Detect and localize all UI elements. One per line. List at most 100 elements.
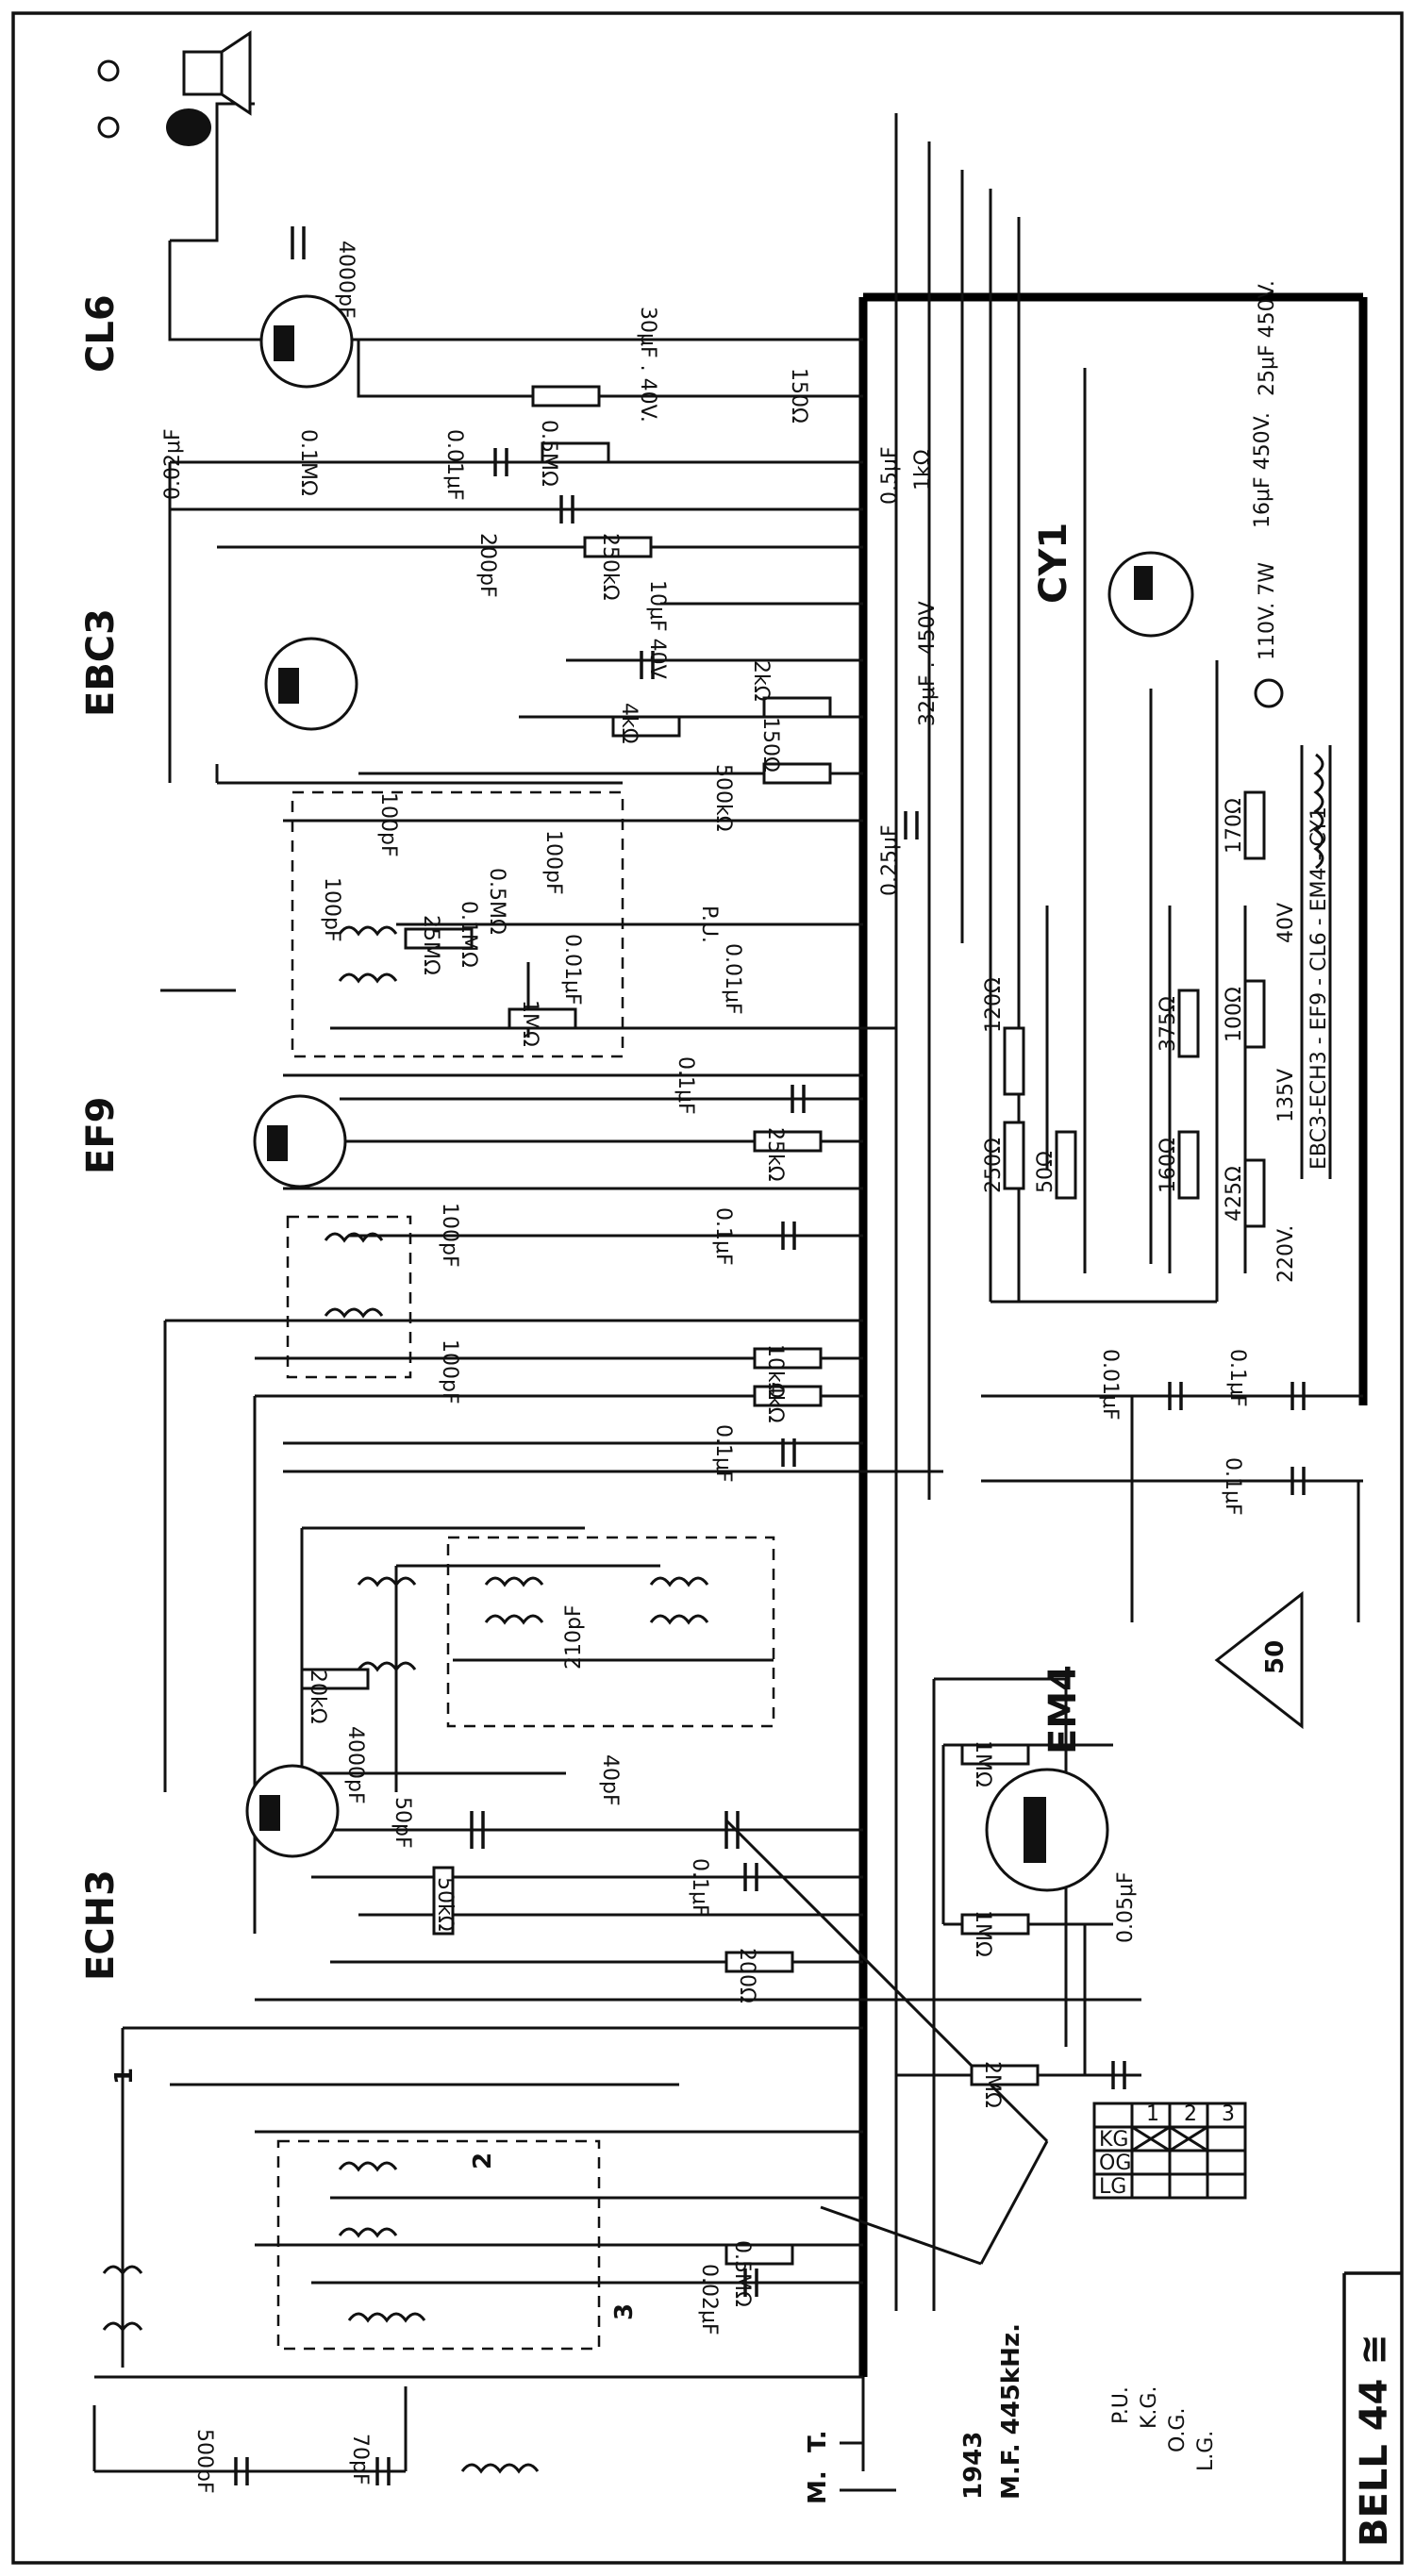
ground-bus — [858, 292, 1368, 2471]
switch-table — [1092, 2102, 1247, 2200]
c-100pf-a: 100pF — [320, 877, 343, 942]
r-150ohm: 150Ω — [787, 368, 810, 424]
r-375ohm: 375Ω — [1157, 996, 1180, 1052]
c-001uf-a: 0.01μF — [442, 429, 466, 501]
switch-1: 1 — [110, 2068, 139, 2085]
table-r1: KG — [1099, 2128, 1128, 2152]
c-001uf-d: 0.01μF — [1098, 1349, 1122, 1421]
c-32uf: 32μF . 450V — [916, 601, 940, 726]
r-20kohm: 20kΩ — [306, 1670, 329, 1724]
legend-og: O.G. — [1166, 2408, 1190, 2452]
pilot-lamp — [1254, 678, 1284, 708]
signal-wiring — [92, 102, 1141, 2492]
r-1mohm: 1MΩ — [518, 1000, 541, 1047]
v-220: 220V. — [1274, 1225, 1298, 1283]
c-01uf-b: 0.1μF — [711, 1207, 735, 1266]
shield-boxes — [276, 790, 775, 2351]
tube-envelopes — [245, 294, 1194, 1892]
table-r3: LG — [1099, 2175, 1126, 2199]
r-05mohm-b: 0.5MΩ — [485, 868, 508, 935]
r-4k: 4kΩ — [763, 1382, 787, 1423]
c-100pf-b: 100pF — [376, 792, 400, 857]
c-210pf: 210pF — [562, 1604, 586, 1670]
switch-2: 2 — [469, 2152, 497, 2169]
c-4000pf-b: 4000pF — [343, 1726, 367, 1804]
switch-3: 3 — [610, 2303, 639, 2320]
c-001uf-b: 0.01μF — [560, 934, 584, 1005]
coils — [102, 753, 1324, 2474]
r-4kohm: 4kΩ — [617, 703, 641, 744]
c-05uf: 0.5μF — [878, 446, 902, 505]
c-30uf: 30μF . 40V. — [636, 307, 659, 423]
c-50pf: 50pF — [391, 1797, 414, 1849]
labels: CL6 EBC3 EF9 ECH3 CY1 EM4 4000pF 30μF . … — [79, 241, 1331, 2504]
r-2mohm: 2MΩ — [980, 2061, 1004, 2108]
supply-lines — [894, 113, 1363, 2311]
r-50kohm: 50kΩ — [433, 1877, 457, 1932]
v-40: 40V — [1274, 903, 1298, 943]
c-01uf-a: 0.1μF — [674, 1056, 697, 1115]
c-025uf: 0.25μF — [878, 824, 902, 896]
r-2kohm: 2kΩ — [749, 660, 773, 702]
year-label: 1943 — [959, 2432, 988, 2500]
title-block: BELL 44 ≅ — [1342, 2271, 1402, 2563]
rating-triangle — [1214, 1590, 1304, 1730]
r-01mohm: 0.1MΩ — [296, 429, 320, 496]
r-170ohm: 170Ω — [1223, 798, 1246, 854]
c-01uf-f: 0.1μF — [688, 1858, 711, 1917]
legend-kg: K.G. — [1138, 2386, 1161, 2429]
c-01uf-d: 0.1μF — [1225, 1349, 1249, 1407]
r-10kohm: 10kΩ — [763, 1344, 787, 1399]
c-01uf-c: 0.1μF — [711, 1424, 735, 1483]
mf-label: M.F. 445kHz. — [997, 2323, 1025, 2500]
terminal-m: M. — [804, 2470, 832, 2504]
title-text: BELL 44 ≅ — [1353, 2334, 1396, 2547]
c-100pf-c: 100pF — [541, 830, 565, 895]
legend-lg: L.G. — [1194, 2431, 1218, 2471]
r-150ohm-b: 150Ω — [758, 717, 782, 773]
c-500pf: 500pF — [192, 2429, 216, 2494]
tube-cl6-label: CL6 — [79, 294, 123, 373]
c-70pf: 70pF — [348, 2434, 372, 2485]
r-200ohm: 200Ω — [735, 1948, 758, 2003]
pu-label: P.U. — [697, 906, 721, 943]
r-25mohm: 25MΩ — [419, 915, 442, 975]
lamp-rating: 110V. 7W — [1256, 562, 1279, 660]
table-h1: 1 — [1146, 2102, 1159, 2126]
tube-ef9-label: EF9 — [79, 1097, 123, 1174]
tube-ebc3-label: EBC3 — [79, 608, 123, 717]
c-100pf-d: 100pF — [438, 1203, 461, 1268]
r-425ohm: 425Ω — [1223, 1166, 1246, 1222]
r-05mohm-c: 0.5MΩ — [730, 2240, 754, 2307]
r-160ohm: 160Ω — [1157, 1138, 1180, 1193]
outer-frame — [11, 11, 1404, 2565]
table-r2: OG — [1099, 2152, 1131, 2175]
r-25kohm: 25kΩ — [763, 1127, 787, 1182]
triangle-label: 50 — [1261, 1640, 1290, 1674]
c-40pf: 40pF — [598, 1754, 622, 1806]
resistors — [300, 385, 1266, 2266]
c-01uf-e: 0.1μF — [1221, 1457, 1244, 1516]
c-001uf-c: 0.01μF — [721, 943, 744, 1015]
r-1mohm-c: 1MΩ — [971, 1910, 994, 1957]
v-135: 135V — [1274, 1069, 1298, 1122]
r-1kohm: 1kΩ — [911, 449, 935, 490]
r-250ohm: 250Ω — [982, 1138, 1006, 1193]
table-h2: 2 — [1184, 2102, 1197, 2126]
tube-cy1-label: CY1 — [1032, 523, 1075, 604]
legend-pu: P.U. — [1109, 2386, 1133, 2424]
r-100ohm: 100Ω — [1223, 987, 1246, 1042]
pot-500k: 500kΩ — [711, 764, 735, 832]
tube-ech3-label: ECH3 — [79, 1870, 123, 1981]
r-01mohm-b: 0.1MΩ — [457, 901, 480, 968]
r-50ohm: 50Ω — [1034, 1151, 1057, 1193]
c-10uf: 10μF 40V — [645, 580, 669, 679]
c-100pf-e: 100pF — [438, 1339, 461, 1404]
c-200pf: 200pF — [475, 533, 499, 598]
speaker — [97, 30, 252, 146]
r-1mohm-b: 1MΩ — [971, 1740, 994, 1787]
c-16uf: 16μF 450V. — [1251, 412, 1274, 528]
r-120ohm: 120Ω — [982, 977, 1006, 1033]
terminal-t: T. — [804, 2430, 832, 2452]
